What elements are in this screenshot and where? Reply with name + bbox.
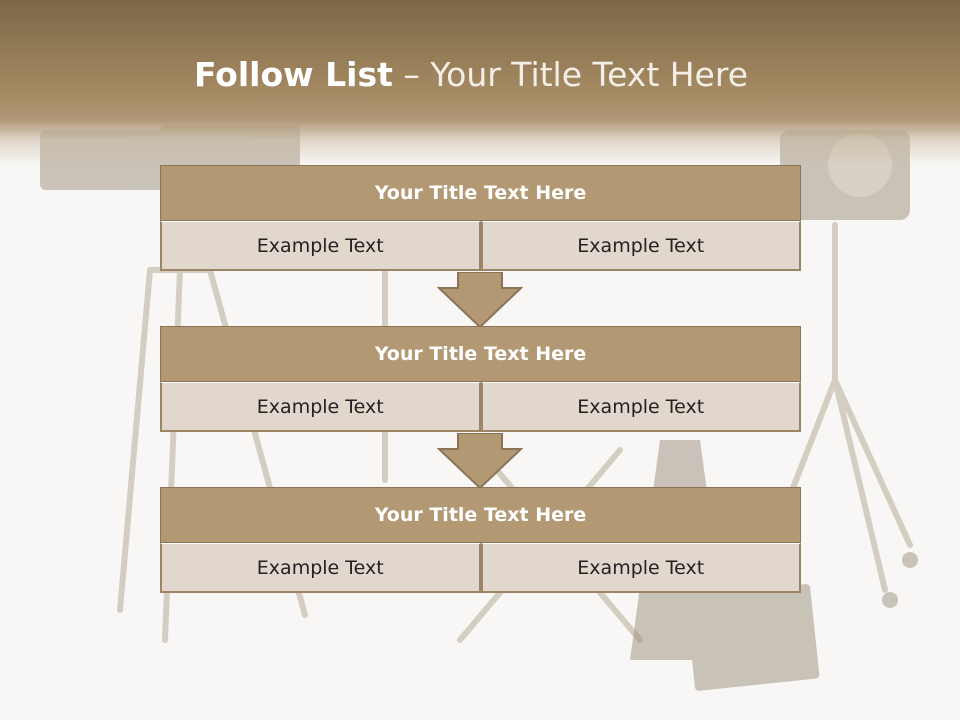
- list-block-cell-right: Example Text: [480, 543, 801, 593]
- list-block-title: Your Title Text Here: [160, 165, 801, 221]
- list-block-row: Example Text Example Text: [160, 543, 801, 593]
- list-block-title: Your Title Text Here: [160, 326, 801, 382]
- slide-title-rest: – Your Title Text Here: [403, 55, 749, 94]
- down-arrow-icon: [437, 433, 523, 489]
- list-block-2: Your Title Text Here Example Text Exampl…: [160, 326, 801, 432]
- slide-title-bold: Follow List: [193, 55, 393, 94]
- down-arrow-icon: [437, 272, 523, 328]
- list-block-row: Example Text Example Text: [160, 221, 801, 271]
- list-block-row: Example Text Example Text: [160, 382, 801, 432]
- list-block-1: Your Title Text Here Example Text Exampl…: [160, 165, 801, 271]
- list-block-title: Your Title Text Here: [160, 487, 801, 543]
- list-block-3: Your Title Text Here Example Text Exampl…: [160, 487, 801, 593]
- list-block-cell-left: Example Text: [160, 382, 481, 432]
- list-block-cell-left: Example Text: [160, 221, 481, 271]
- list-block-cell-right: Example Text: [480, 221, 801, 271]
- list-block-cell-right: Example Text: [480, 382, 801, 432]
- list-block-cell-left: Example Text: [160, 543, 481, 593]
- header-band: [0, 0, 960, 165]
- slide-title: Follow List – Your Title Text Here: [0, 55, 942, 94]
